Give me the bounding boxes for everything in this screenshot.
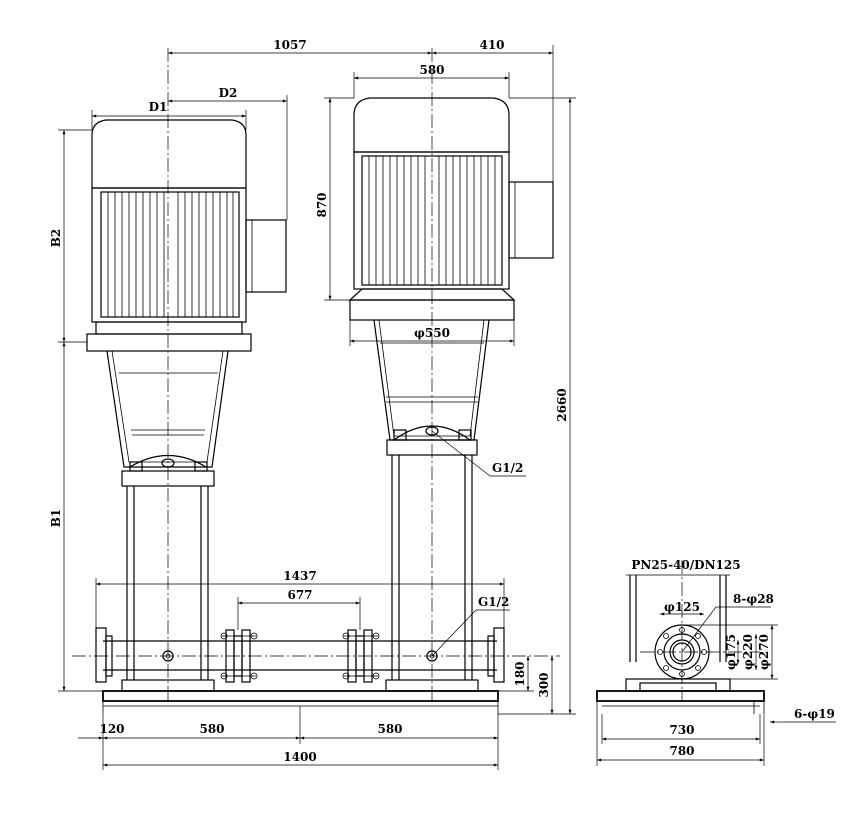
dim-1437: 1437	[283, 569, 316, 583]
dim-phi125: φ125	[664, 600, 700, 614]
dim-1400: 1400	[283, 750, 316, 764]
side-title: PN25-40/DN125	[631, 558, 740, 572]
dim-870: 870	[315, 192, 329, 217]
dim-410: 410	[479, 38, 504, 52]
dim-580-top: 580	[419, 63, 444, 77]
dim-1057: 1057	[273, 38, 306, 52]
dim-300: 300	[537, 672, 551, 697]
dim-580-a: 580	[199, 722, 224, 736]
dim-677: 677	[287, 588, 312, 602]
dim-phi550: φ550	[414, 326, 450, 340]
manifold-and-base	[72, 627, 560, 714]
dim-580-b: 580	[377, 722, 402, 736]
label-8-holes: 8-φ28	[733, 592, 774, 606]
left-pump	[86, 48, 287, 700]
dim-phi270: φ270	[757, 634, 771, 670]
dim-730: 730	[669, 723, 694, 737]
side-view	[596, 560, 836, 766]
right-pump	[348, 48, 554, 700]
dim-phi220: φ220	[741, 634, 755, 670]
dim-d2: D2	[219, 86, 238, 100]
dimension-labels: 1057 410 580 D1 D2 870 B2 B1 φ550 2660 G…	[49, 38, 835, 764]
label-g12-bottom: G1/2	[478, 595, 509, 609]
dim-d1: D1	[149, 100, 168, 114]
dim-120: 120	[99, 722, 124, 736]
dim-b1: B1	[49, 509, 63, 528]
front-dimensions	[58, 45, 576, 770]
dim-2660: 2660	[555, 388, 569, 421]
dim-b2: B2	[49, 229, 63, 248]
dim-phi175: φ175	[724, 634, 738, 670]
label-6-holes: 6-φ19	[794, 707, 835, 721]
dim-780: 780	[669, 744, 694, 758]
label-g12-top: G1/2	[492, 461, 523, 475]
dim-180: 180	[513, 661, 527, 686]
